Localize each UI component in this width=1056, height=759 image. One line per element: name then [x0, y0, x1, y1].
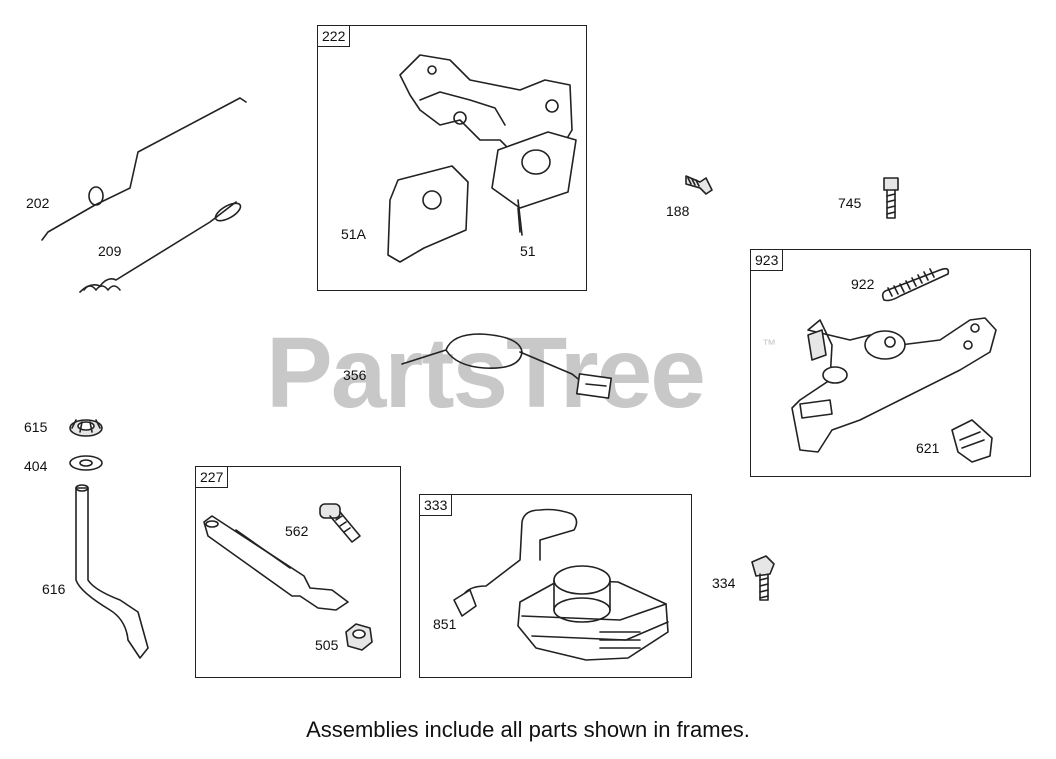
frame-tag-333: 333	[419, 494, 453, 516]
partstree-watermark: PartsTree	[266, 317, 706, 429]
part-209-spring-drawing	[79, 201, 242, 293]
part-label-202[interactable]: 202	[26, 195, 50, 211]
part-333-armature-drawing	[453, 508, 669, 661]
part-label-51a[interactable]: 51A	[341, 226, 366, 242]
frame-tag-227: 227	[195, 466, 229, 488]
part-615-616-drawing	[69, 419, 149, 659]
frame-tag-923: 923	[750, 249, 784, 271]
assembly-frame-333: 333	[419, 494, 692, 678]
part-label-209[interactable]: 209	[98, 243, 122, 259]
part-222-bracket-drawing	[387, 54, 577, 263]
part-label-404[interactable]: 404	[24, 458, 48, 474]
part-922-spring-drawing	[881, 267, 950, 302]
frame-tag-222: 222	[317, 25, 351, 47]
part-923-bracket-drawing	[791, 317, 997, 463]
part-label-745[interactable]: 745	[838, 195, 862, 211]
part-745-bolt-drawing	[883, 177, 899, 219]
assembly-frame-227: 227	[195, 466, 401, 678]
part-label-851[interactable]: 851	[433, 616, 457, 632]
part-334-screw-drawing	[751, 555, 775, 601]
part-188-screw-drawing	[685, 175, 713, 195]
diagram-caption: Assemblies include all parts shown in fr…	[306, 717, 750, 742]
part-label-505[interactable]: 505	[315, 637, 339, 653]
part-356-wire-drawing	[401, 333, 613, 399]
part-label-51[interactable]: 51	[520, 243, 536, 259]
part-label-562[interactable]: 562	[285, 523, 309, 539]
part-label-616[interactable]: 616	[42, 581, 66, 597]
part-label-615[interactable]: 615	[24, 419, 48, 435]
part-label-922[interactable]: 922	[851, 276, 875, 292]
part-227-lever-drawing	[203, 503, 373, 651]
assembly-frame-222: 222	[317, 25, 587, 291]
assembly-frame-923: 923	[750, 249, 1031, 477]
trademark-symbol: ™	[762, 336, 776, 352]
part-label-188[interactable]: 188	[666, 203, 690, 219]
part-202-link-drawing	[41, 97, 247, 241]
part-label-356[interactable]: 356	[343, 367, 367, 383]
part-label-621[interactable]: 621	[916, 440, 940, 456]
part-label-334[interactable]: 334	[712, 575, 736, 591]
